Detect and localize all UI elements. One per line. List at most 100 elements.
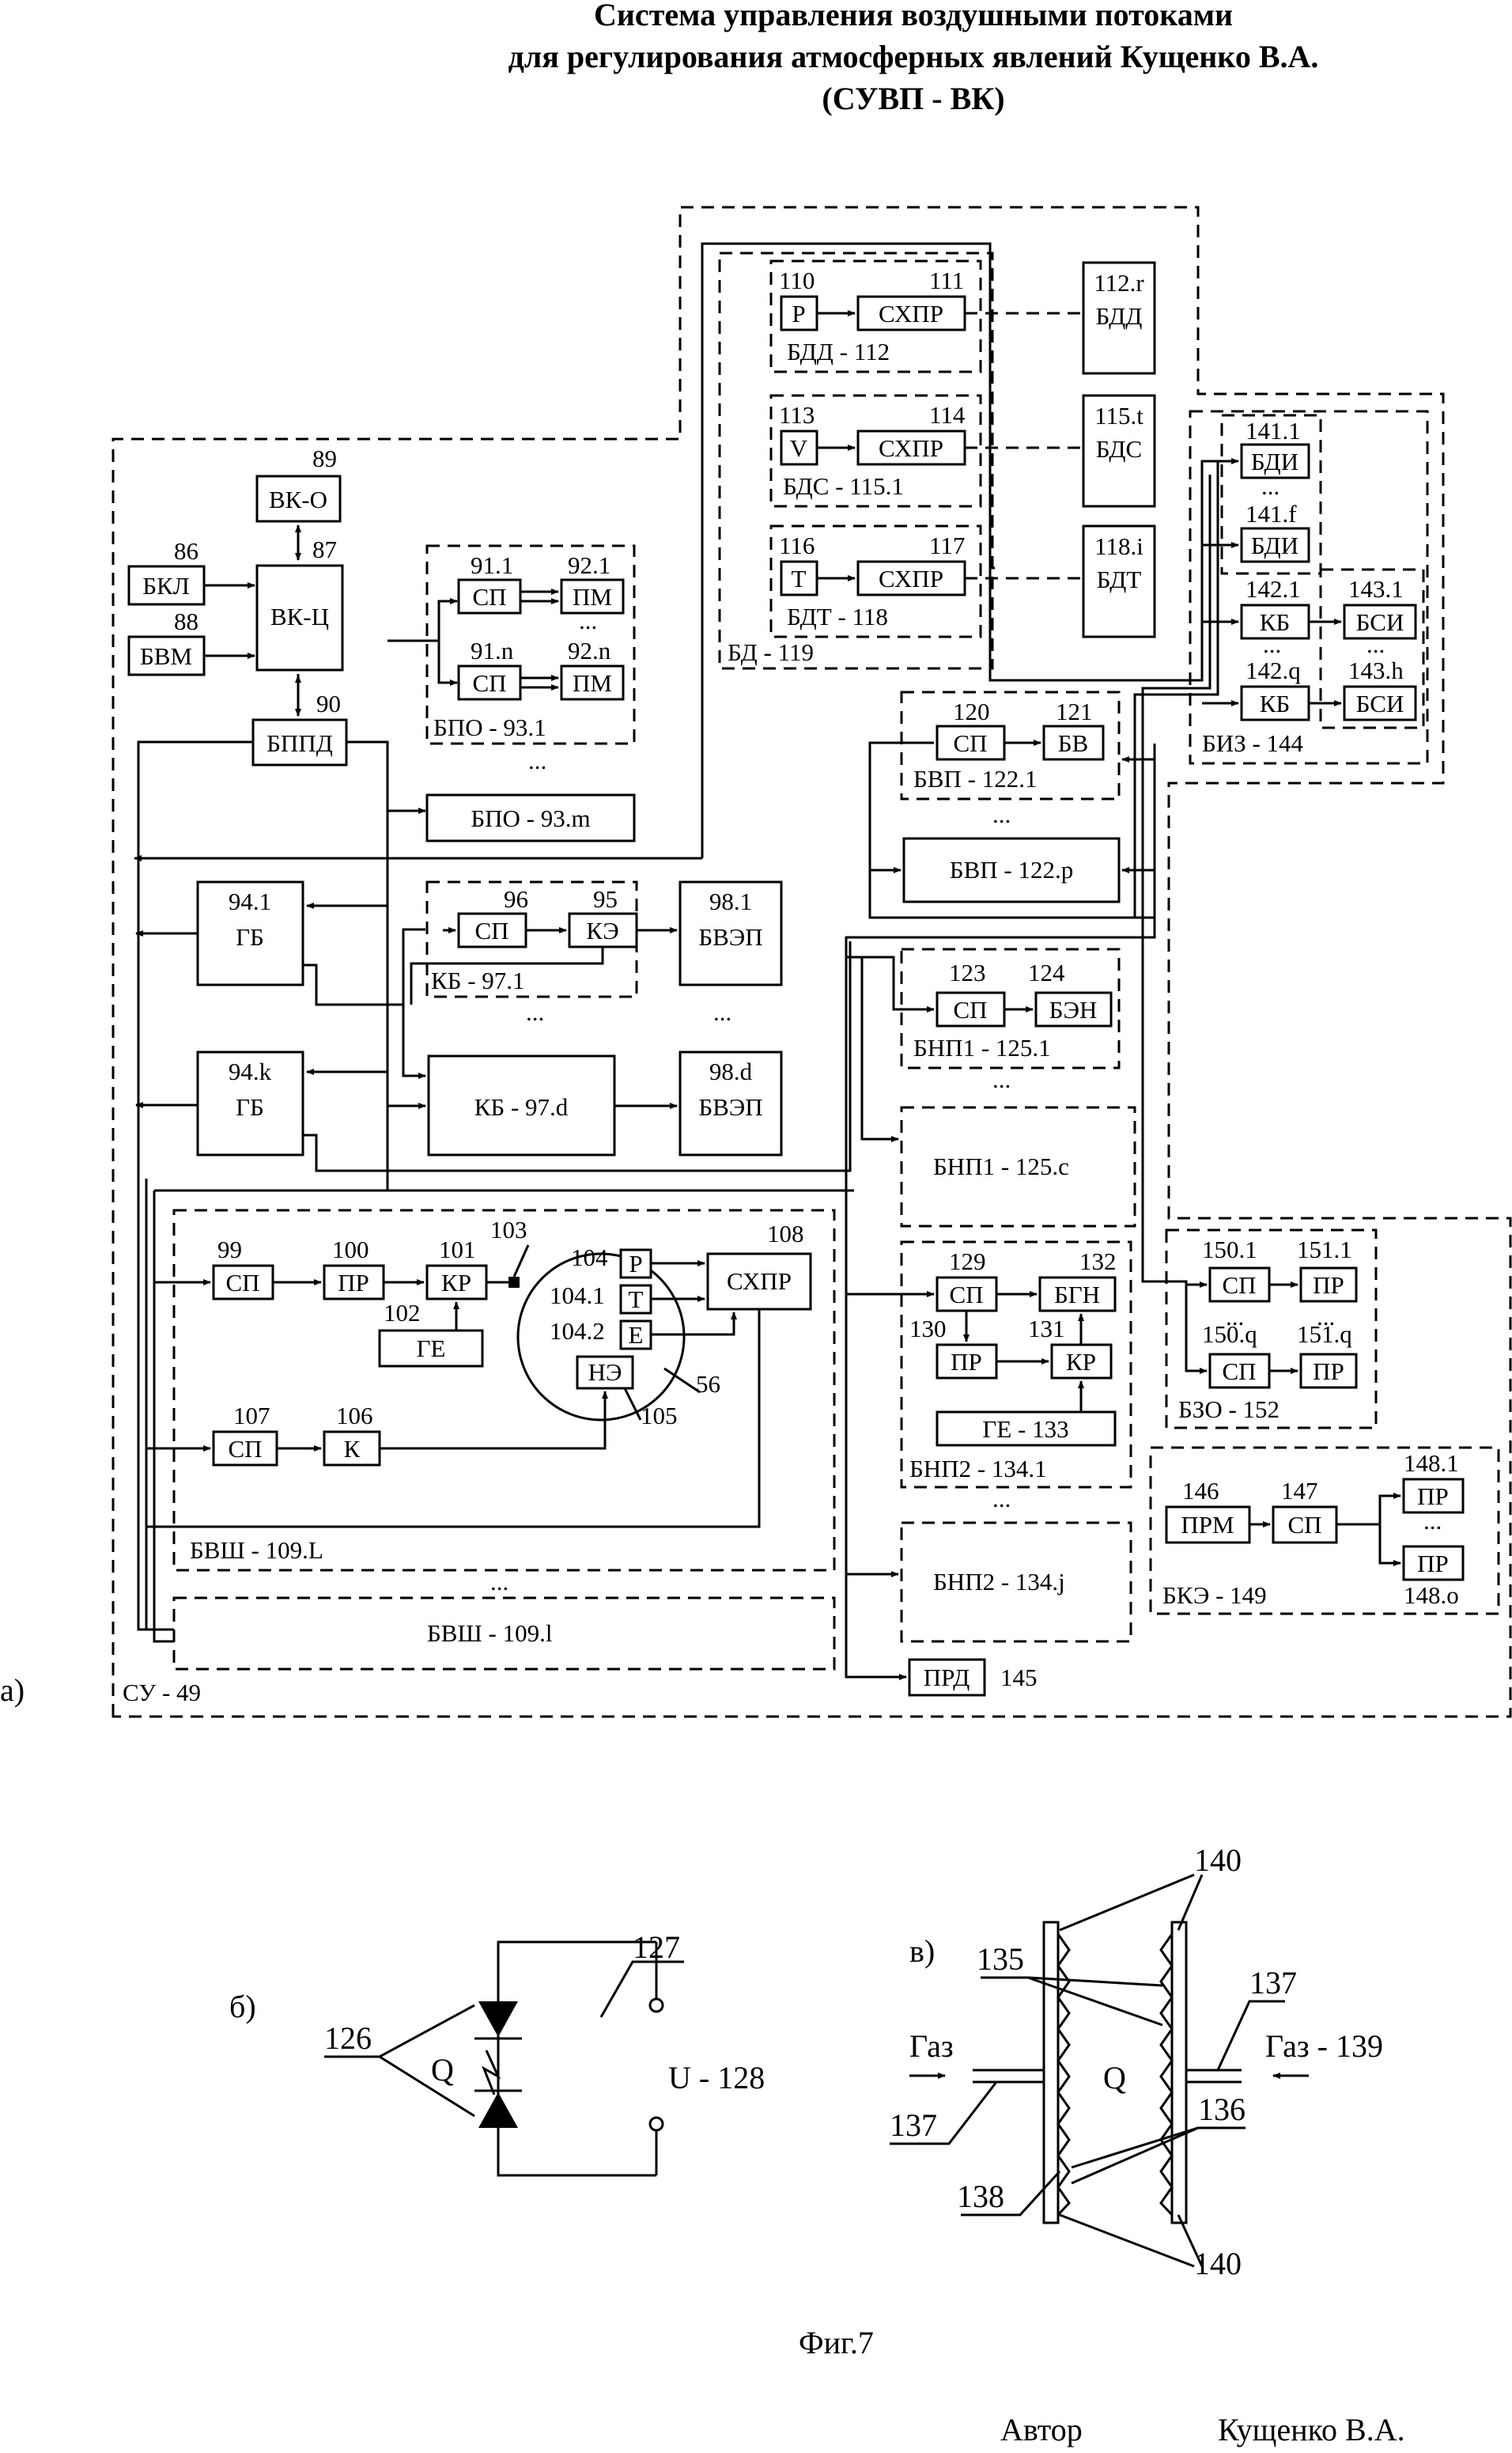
bsi-143-h [1343, 685, 1417, 721]
label-98-d: 98.d [709, 1058, 753, 1085]
pm-92-n [560, 664, 625, 701]
label-110: 110 [779, 267, 815, 294]
kr-101 [425, 1264, 488, 1300]
bvp-122-p-label: БВП - 122.p [950, 856, 1073, 884]
label-117: 117 [929, 532, 965, 559]
leader [1059, 2213, 1195, 2268]
kb-97-1-group [425, 880, 638, 998]
label-130: 130 [909, 1315, 947, 1342]
u-128-label: U - 128 [668, 2060, 765, 2095]
bke-149-group [1149, 1446, 1500, 1615]
bvp-122-p [902, 837, 1121, 903]
label-113: 113 [779, 401, 815, 429]
terminal [648, 1997, 664, 2013]
dots: ... [1317, 1303, 1335, 1331]
bgn-label: БГН [1054, 1281, 1100, 1308]
bgn-132 [1038, 1276, 1117, 1312]
sp-label: СП [474, 917, 508, 944]
kb-97-1-label: КБ - 97.1 [431, 967, 525, 994]
label-151-1: 151.1 [1297, 1236, 1352, 1263]
sp-label: СП [1222, 1357, 1256, 1385]
bnp1-125-c-group [900, 1106, 1136, 1228]
bvm-block [127, 635, 206, 676]
prd-145 [908, 1658, 986, 1697]
label-151-q: 151.q [1297, 1320, 1352, 1348]
sensor-t-116 [780, 560, 818, 596]
sp-91-n [457, 664, 522, 701]
shpr-label: СХПР [879, 434, 943, 462]
bdt-118-label: БДТ - 118 [787, 603, 888, 630]
gb-94-k [196, 1050, 304, 1156]
link [1141, 475, 1211, 1283]
label-56: 56 [696, 1370, 720, 1398]
shpr-label: СХПР [727, 1267, 792, 1295]
link [1185, 1285, 1208, 1374]
label-148-1: 148.1 [1404, 1449, 1459, 1477]
bvsh-109-l-group [172, 1596, 836, 1671]
label-104: 104 [571, 1244, 608, 1271]
shpr-111 [856, 295, 966, 331]
link [303, 928, 425, 1006]
shpr-117 [856, 560, 966, 596]
bdd-112-label: БДД - 112 [787, 338, 890, 365]
label-120: 120 [953, 698, 990, 725]
leader [1216, 2000, 1285, 2071]
bvep-98-1 [679, 880, 783, 986]
label-137-right: 137 [1249, 1965, 1297, 2001]
bus-line [346, 740, 389, 1191]
pr-label: ПР [951, 1348, 982, 1376]
bke-149-label: БКЭ - 149 [1162, 1581, 1267, 1609]
label-142-q: 142.q [1246, 657, 1301, 684]
label-111: 111 [929, 267, 964, 294]
label-127: 127 [633, 1929, 680, 1965]
link [146, 1309, 761, 1528]
panel-label-b: б) [229, 1989, 256, 2024]
label-96: 96 [504, 885, 528, 913]
link [303, 941, 852, 1172]
sp-129 [936, 1276, 998, 1312]
label-86: 86 [174, 537, 198, 565]
label-147: 147 [1281, 1477, 1318, 1505]
label-114: 114 [929, 401, 966, 429]
bpo-93-1-label: БПО - 93.1 [433, 714, 546, 741]
label-88: 88 [174, 608, 198, 635]
label-143-1: 143.1 [1348, 575, 1404, 603]
label-104-1: 104.1 [550, 1281, 605, 1309]
link [651, 1312, 737, 1336]
label-101: 101 [439, 1236, 476, 1263]
link [1378, 1524, 1401, 1566]
bdi-label: БДИ [1251, 532, 1298, 559]
kb-97-d-label: КБ - 97.d [474, 1093, 569, 1121]
sp-label: СП [228, 1435, 262, 1463]
link [410, 947, 604, 1005]
terminal [648, 2116, 664, 2132]
link [380, 1391, 608, 1450]
pr-151-1 [1299, 1266, 1358, 1303]
prd-label: ПРД [924, 1664, 970, 1691]
q-label: Q [431, 2052, 454, 2088]
title-line-1: Система управления воздушными потоками [594, 0, 1233, 32]
link [1133, 461, 1219, 918]
sp-147 [1272, 1505, 1338, 1544]
label-142-1: 142.1 [1246, 575, 1301, 603]
figure-b: б) Q 126 127 U - 128 [229, 1929, 765, 2177]
label-136: 136 [1198, 2091, 1246, 2127]
label-124: 124 [1028, 959, 1065, 986]
bdi-group [1220, 414, 1322, 575]
label-143-h: 143.h [1348, 657, 1404, 684]
bd-119-label: БД - 119 [728, 638, 814, 666]
dots: ... [1423, 1507, 1442, 1535]
bdi-label: БДИ [1251, 448, 1298, 475]
bdd-112-r [1082, 261, 1156, 375]
gb-label: ГБ [236, 1093, 264, 1121]
bdt-118-group [769, 524, 982, 638]
su-49-boundary [112, 206, 1512, 1718]
leader [1027, 1976, 1163, 1987]
kb-label: КБ [1260, 608, 1290, 636]
label-126: 126 [324, 2020, 372, 2056]
gas-right-label: Газ - 139 [1265, 2028, 1383, 2064]
label-118-i: 118.i [1094, 532, 1143, 560]
title: Система управления воздушными потоками д… [508, 0, 1319, 116]
kr-131 [1050, 1343, 1113, 1380]
bnp2-134-1-group [900, 1240, 1132, 1489]
